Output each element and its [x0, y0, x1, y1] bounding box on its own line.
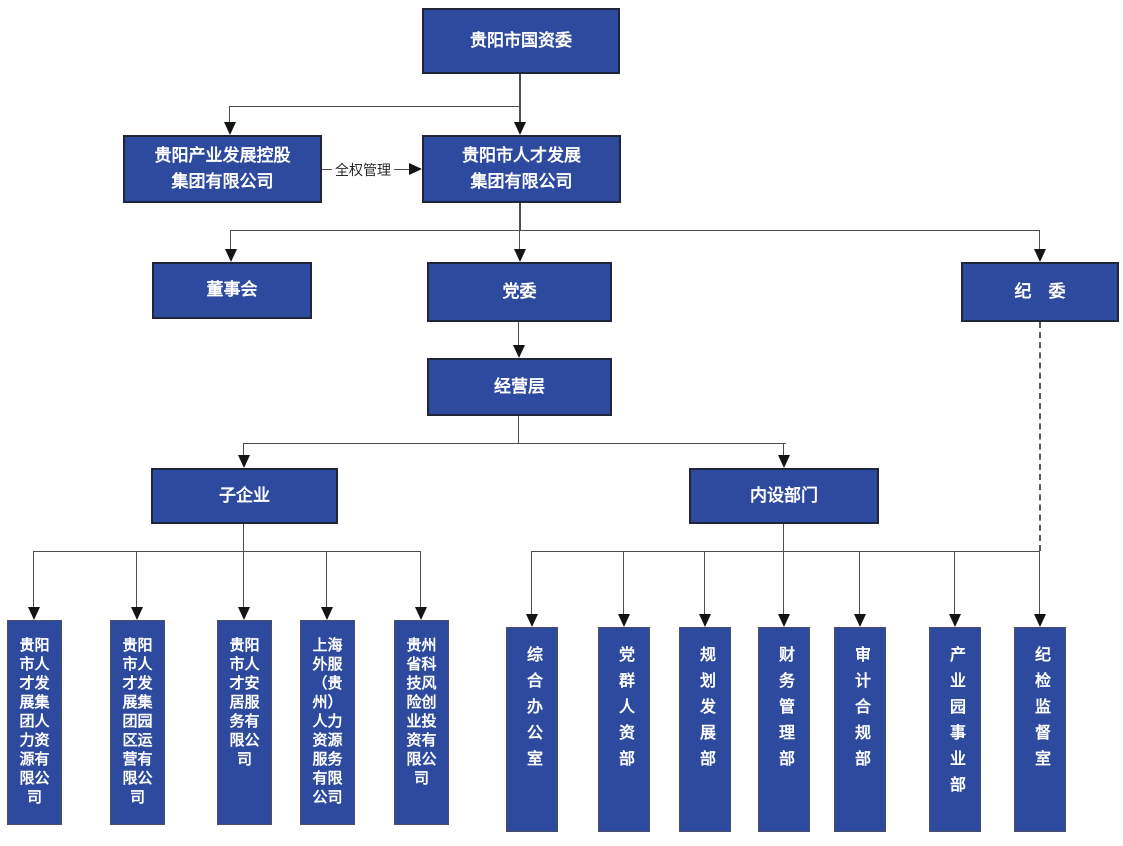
- dept-label: 规划发展部: [697, 646, 714, 776]
- node-dept-industrial-park: 产业园事业部: [929, 627, 981, 832]
- connector-departments-rail: [532, 551, 1040, 552]
- node-subsidiary-fsg-guizhou-company: 上海外服（贵州）人力资源服务有限公司: [300, 620, 355, 825]
- node-dept-party-hr: 党群人资部: [598, 627, 650, 832]
- arrow-into-discipline: [1034, 249, 1046, 262]
- arrow-into-talent-group: [514, 122, 526, 135]
- dept-label: 综合办公室: [524, 646, 541, 776]
- arrow-into-management-layer: [513, 345, 525, 358]
- node-dept-general-office: 综合办公室: [506, 627, 558, 832]
- node-subsidiary-venture-capital-company: 贵州省科技风险创业投资有限公司: [394, 620, 449, 825]
- arrow-into-departments-group: [778, 455, 790, 468]
- dept-label: 审计合规部: [852, 646, 869, 776]
- arrow-into-sub-5: [415, 607, 427, 620]
- connector-subsidiaries-stem: [243, 524, 244, 551]
- arrow-into-dept-6: [949, 614, 961, 627]
- connector-root-stem: [519, 74, 521, 122]
- connector-drop-dept-6: [954, 551, 955, 614]
- connector-drop-dept-4: [783, 551, 784, 614]
- arrow-into-board: [225, 249, 237, 262]
- connector-drop-discipline: [1039, 230, 1040, 249]
- arrow-into-dept-3: [699, 614, 711, 627]
- arrow-into-dept-7: [1034, 614, 1046, 627]
- node-board-of-directors: 董事会: [152, 262, 312, 319]
- node-subsidiary-anju-service-company: 贵阳市人才安居服务有限公司: [217, 620, 272, 825]
- connector-drop-dept-5: [859, 551, 860, 614]
- connector-drop-sub-3: [243, 551, 244, 607]
- connector-drop-dept-7: [1039, 551, 1040, 614]
- connector-drop-sub-1: [33, 551, 34, 607]
- node-dept-discipline-supervision: 纪检监督室: [1014, 627, 1066, 832]
- arrow-into-sub-4: [321, 607, 333, 620]
- arrow-into-sub-2: [131, 607, 143, 620]
- node-subsidiaries-group: 子企业: [151, 468, 338, 524]
- arrow-into-dept-1: [526, 614, 538, 627]
- connector-departments-stem: [783, 524, 784, 551]
- connector-level2-rail: [230, 106, 521, 107]
- arrow-into-party: [514, 249, 526, 262]
- dept-label: 党群人资部: [616, 646, 633, 776]
- connector-drop-sub-2: [136, 551, 137, 607]
- dept-label: 纪检监督室: [1032, 646, 1049, 776]
- arrow-into-sub-1: [28, 607, 40, 620]
- node-industry-holding-group: 贵阳产业发展控股 集团有限公司: [123, 135, 322, 203]
- node-dept-planning-development: 规划发展部: [679, 627, 731, 832]
- connector-drop-dept-3: [704, 551, 705, 614]
- node-talent-development-group: 贵阳市人才发展 集团有限公司: [422, 135, 621, 203]
- connector-drop-industry: [229, 106, 230, 122]
- arrow-into-sub-3: [238, 607, 250, 620]
- node-discipline-committee: 纪 委: [961, 262, 1119, 322]
- connector-drop-dept-2: [623, 551, 624, 614]
- arrow-into-dept-4: [778, 614, 790, 627]
- connector-party-to-management: [518, 322, 519, 345]
- management-edge-label: 全权管理: [332, 160, 394, 180]
- arrow-into-industry-holding: [224, 122, 236, 135]
- connector-drop-departments: [783, 443, 784, 455]
- connector-drop-board: [230, 230, 231, 249]
- node-subsidiary-park-operation-company: 贵阳市人才发展集团园区运营有限公司: [110, 620, 165, 825]
- node-internal-departments: 内设部门: [689, 468, 879, 524]
- connector-discipline-dashed: [1039, 322, 1041, 551]
- node-dept-audit-compliance: 审计合规部: [834, 627, 886, 832]
- node-dept-finance-management: 财务管理部: [758, 627, 810, 832]
- node-subsidiary-hr-company: 贵阳市人才发展集团人力资源有限公司: [7, 620, 62, 825]
- connector-drop-sub-5: [420, 551, 421, 607]
- node-party-committee: 党委: [427, 262, 612, 322]
- connector-talent-stem: [519, 203, 521, 230]
- dept-label: 产业园事业部: [947, 646, 964, 802]
- arrow-management-edge: [409, 163, 422, 175]
- connector-level5-rail: [244, 443, 786, 444]
- arrow-into-dept-5: [854, 614, 866, 627]
- arrow-into-dept-2: [618, 614, 630, 627]
- connector-drop-party: [519, 230, 520, 249]
- dept-label: 财务管理部: [776, 646, 793, 776]
- arrow-into-subsidiaries-group: [238, 455, 250, 468]
- connector-drop-sub-4: [326, 551, 327, 607]
- connector-drop-subsidiaries: [243, 443, 244, 455]
- connector-level3-rail: [231, 230, 1040, 231]
- connector-management-stem: [518, 416, 519, 443]
- connector-drop-dept-1: [531, 551, 532, 614]
- node-management-layer: 经营层: [427, 358, 612, 416]
- node-guiyang-sasac: 贵阳市国资委: [422, 8, 620, 74]
- connector-subsidiaries-rail: [34, 551, 421, 552]
